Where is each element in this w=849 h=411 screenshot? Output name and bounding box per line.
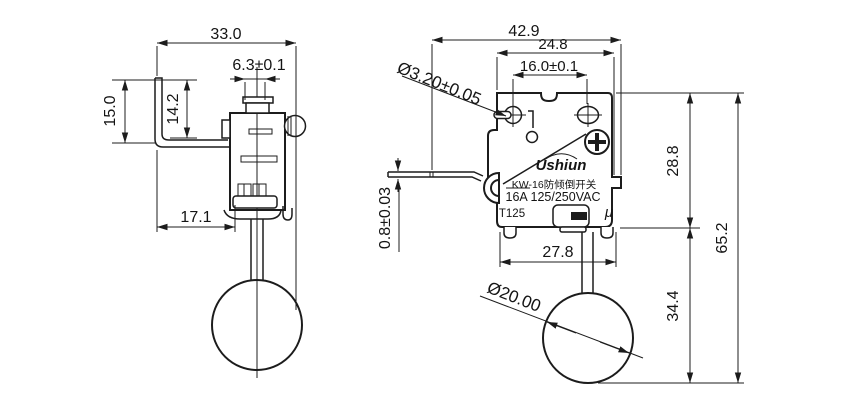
- terminal-tab-left: [503, 227, 517, 239]
- dim-ball-drop: 34.4: [665, 290, 682, 321]
- dim-side-overall-width: 33.0: [210, 26, 241, 43]
- side-bottom-hook: [282, 206, 293, 221]
- dim-hole-spacing: 16.0±0.1: [520, 58, 578, 75]
- dim-body-height: 28.8: [665, 145, 682, 176]
- dim-body-width: 27.8: [542, 244, 573, 261]
- lever-pivot-inner: [490, 178, 500, 198]
- dim-overall-height: 65.2: [714, 222, 731, 253]
- dim-plunger-width: 6.3±0.1: [232, 57, 285, 74]
- rating-marking: 16A 125/250VAC: [506, 190, 601, 204]
- dim-lever-thickness: 0.8±0.03: [377, 187, 394, 249]
- dim-bracket-height: 15.0: [102, 95, 119, 126]
- ball-dia-arrow-right: [599, 341, 630, 354]
- lever-tip-bend-line: [528, 110, 534, 128]
- dim-front-overall-width: 42.9: [508, 23, 539, 40]
- dim-bracket-depth: 17.1: [180, 209, 211, 226]
- model-marking: KW-16防倾倒开关: [512, 178, 597, 191]
- dim-bracket-inner-height: 14.2: [165, 93, 182, 124]
- side-base-block: [232, 195, 278, 209]
- terminal-tab-right: [600, 227, 614, 239]
- front-view: Ushiun KW-16防倾倒开关 16A 125/250VAC T125 μ …: [377, 23, 744, 384]
- dim-flange-width: 24.8: [538, 36, 567, 53]
- side-plunger-button: [245, 102, 270, 114]
- side-view: 33.0 6.3±0.1 15.0 14.2 17.1: [102, 26, 307, 378]
- terminal-contact-filled: [571, 212, 587, 220]
- side-bottom-dish: [223, 209, 282, 220]
- dim-mounting-hole-dia: Ø3.20±0.05: [395, 58, 484, 109]
- dim-ball-dia: Ø20.00: [485, 278, 544, 316]
- brand-logo: Ushiun: [536, 157, 587, 174]
- small-hole: [525, 130, 539, 144]
- bracket-inner-edge: [161, 81, 228, 141]
- front-ball: [542, 292, 634, 384]
- brand-logo-swoosh: [543, 153, 578, 161]
- side-detail-bar-lower: [240, 155, 278, 163]
- terminal-bottom-tab: [559, 226, 587, 233]
- side-top-plate: [242, 96, 274, 104]
- side-detail-bar-upper: [248, 128, 273, 135]
- thermal-marking: T125: [499, 208, 525, 220]
- lever-arm-top-edge: [388, 171, 484, 177]
- leader-hole-dia: [401, 75, 507, 117]
- bracket-outer-edge: [154, 78, 240, 148]
- micro-gap-symbol: μ: [604, 204, 613, 221]
- ball-dia-arrow-left: [546, 321, 577, 334]
- spring-diagonal-line: [502, 133, 587, 185]
- side-left-boss: [221, 119, 231, 139]
- lever-arm-bottom-edge: [388, 176, 482, 182]
- side-screw-head: [283, 114, 307, 138]
